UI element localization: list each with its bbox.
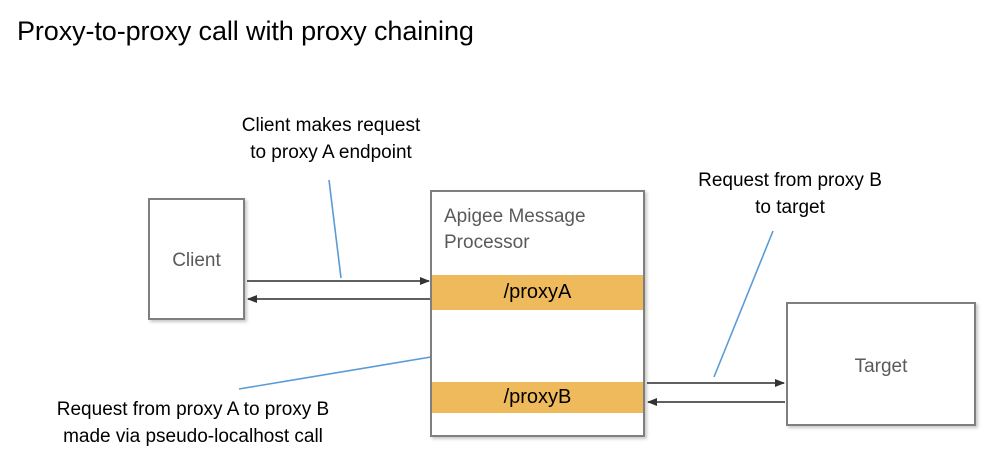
page-title: Proxy-to-proxy call with proxy chaining: [17, 16, 474, 46]
leader-line-target-request: [713, 230, 774, 378]
annotation-client-request: Client makes request to proxy A endpoint: [196, 112, 466, 166]
node-target[interactable]: Target: [786, 302, 976, 426]
annotation-proxy-chain-line2: made via pseudo-localhost call: [63, 426, 323, 447]
proxy-band-proxya[interactable]: /proxyA: [432, 275, 643, 310]
annotation-proxy-chain: Request from proxy A to proxy B made via…: [7, 396, 379, 450]
annotation-target-request-line1: Request from proxy B: [698, 170, 882, 191]
annotation-proxy-chain-line1: Request from proxy A to proxy B: [56, 399, 330, 420]
node-target-label: Target: [854, 356, 908, 377]
annotation-target-request-line2: to target: [755, 197, 825, 218]
mp-title-line2: Processor: [444, 232, 530, 253]
mp-title-line1: Apigee Message: [444, 206, 586, 227]
node-client-label: Client: [172, 250, 221, 271]
node-client[interactable]: Client: [148, 198, 245, 320]
leader-line-client-request: [328, 179, 342, 279]
annotation-target-request: Request from proxy B to target: [659, 167, 921, 221]
annotation-client-request-line2: to proxy A endpoint: [250, 142, 412, 163]
node-message-processor-title: Apigee Message Processor: [444, 204, 633, 256]
node-message-processor[interactable]: Apigee Message Processor /proxyA /proxyB: [430, 190, 645, 437]
proxy-band-proxyb[interactable]: /proxyB: [432, 382, 643, 413]
annotation-client-request-line1: Client makes request: [241, 115, 421, 136]
